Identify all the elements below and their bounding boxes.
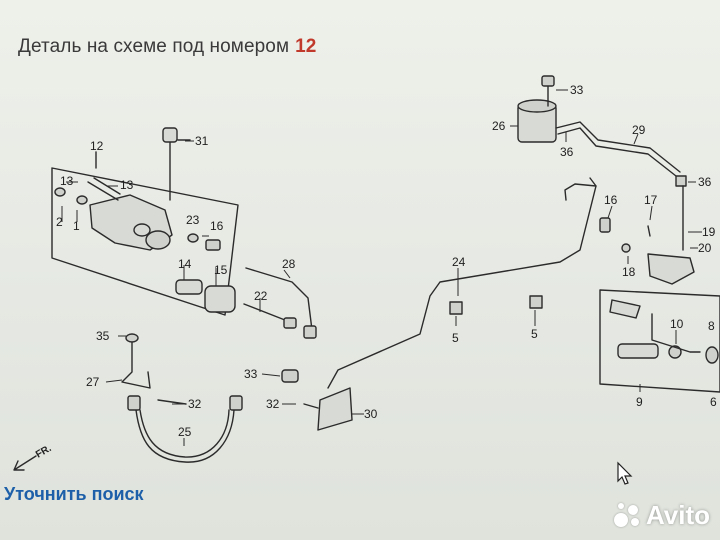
callout-6: 6 (710, 395, 717, 409)
callout-33b: 33 (570, 83, 584, 97)
callout-30: 30 (364, 407, 378, 421)
callout-28: 28 (282, 257, 296, 271)
direction-label: FR. (34, 443, 54, 461)
callout-8: 8 (708, 319, 715, 333)
callout-31: 31 (195, 134, 209, 148)
callout-16b: 16 (604, 193, 618, 207)
callout-20: 20 (698, 241, 712, 255)
group-outline-right (599, 289, 720, 393)
callout-13b: 13 (120, 178, 134, 192)
callout-36b: 36 (698, 175, 712, 189)
callout-36a: 36 (560, 145, 574, 159)
avito-watermark: Avito (612, 500, 710, 531)
callout-15: 15 (214, 263, 228, 277)
callout-13a: 13 (60, 174, 74, 188)
callout-24: 24 (452, 255, 466, 269)
title-caption: Деталь на схеме под номером (18, 36, 290, 57)
callout-18: 18 (622, 265, 636, 279)
callout-33a: 33 (244, 367, 258, 381)
callout-5a: 5 (452, 331, 459, 345)
callout-1: 1 (73, 219, 80, 233)
callout-22: 22 (254, 289, 268, 303)
callout-25: 25 (178, 425, 192, 439)
part-number-highlight: 12 (295, 36, 317, 57)
callout-23: 23 (186, 213, 200, 227)
pipe-24 (327, 183, 597, 389)
hose-25 (135, 409, 235, 463)
group-outline-left (51, 167, 239, 316)
hose-29 (555, 121, 681, 173)
callout-5b: 5 (531, 327, 538, 341)
pipe-28 (245, 267, 313, 331)
callout-29: 29 (632, 123, 646, 137)
callout-10: 10 (670, 317, 684, 331)
callout-12: 12 (90, 139, 104, 153)
callout-9: 9 (636, 395, 643, 409)
refine-search-link[interactable]: Уточнить поиск (4, 484, 144, 504)
callout-32a: 32 (188, 397, 202, 411)
callout-27: 27 (86, 375, 100, 389)
callout-35: 35 (96, 329, 110, 343)
callout-26: 26 (492, 119, 506, 133)
callout-32b: 32 (266, 397, 280, 411)
callout-16a: 16 (210, 219, 224, 233)
mouse-pointer-icon (617, 461, 633, 485)
callout-19: 19 (702, 225, 716, 239)
callout-2: 2 (56, 215, 63, 229)
avito-logo-icon (612, 501, 642, 531)
callout-14: 14 (178, 257, 192, 271)
avito-brand-text: Avito (646, 500, 711, 530)
callout-17: 17 (644, 193, 658, 207)
